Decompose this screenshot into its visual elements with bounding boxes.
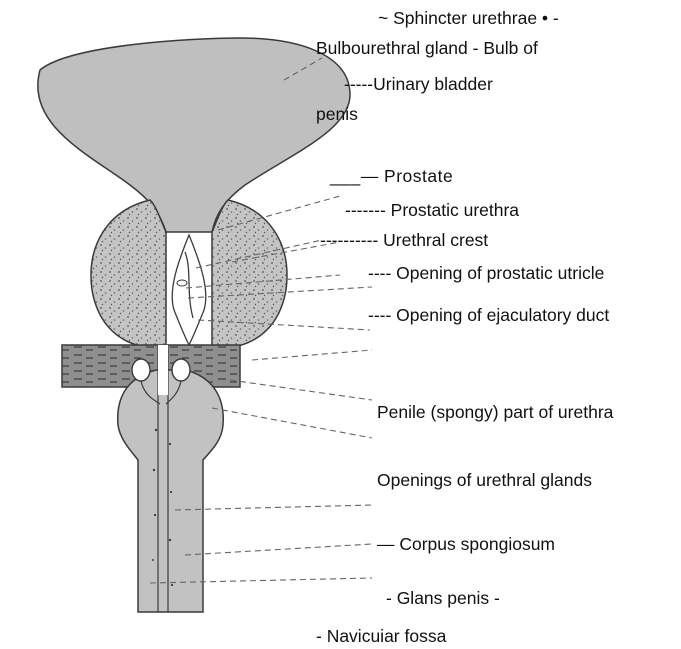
label-corpus-spongiosum: — Corpus spongiosum xyxy=(377,534,555,554)
label-penis: penis xyxy=(316,104,358,124)
bulbourethral-gland-left xyxy=(132,359,150,381)
label-urethral-glands: Openings of urethral glands xyxy=(377,470,592,490)
label-prostate: ___— Prostate xyxy=(330,166,453,186)
membranous-urethra-lumen xyxy=(158,345,168,395)
label-urethral-crest: ---------- Urethral crest xyxy=(320,230,488,250)
penile-body-shape xyxy=(118,370,224,612)
prostate-shape xyxy=(91,200,166,348)
label-glans-penis: - Glans penis - xyxy=(386,588,500,608)
label-urinary-bladder: -----Urinary bladder xyxy=(344,74,493,94)
label-bulbourethral-gland: Bulbourethral gland - Bulb of xyxy=(316,38,538,58)
label-penile-urethra: Penile (spongy) part of urethra xyxy=(377,402,613,422)
label-navicular-fossa: - Navicuiar fossa xyxy=(316,626,446,646)
bulbourethral-gland-right xyxy=(172,359,190,381)
label-prostatic-urethra: ------- Prostatic urethra xyxy=(345,200,519,220)
label-ejaculatory-duct: ---- Opening of ejaculatory duct xyxy=(368,305,609,325)
urinary-bladder-shape xyxy=(38,38,350,232)
label-prostatic-utricle: ---- Opening of prostatic utricle xyxy=(368,263,604,283)
prostate-shape-right xyxy=(212,200,287,348)
label-sphincter-urethrae: ~ Sphincter urethrae • - xyxy=(378,8,559,28)
